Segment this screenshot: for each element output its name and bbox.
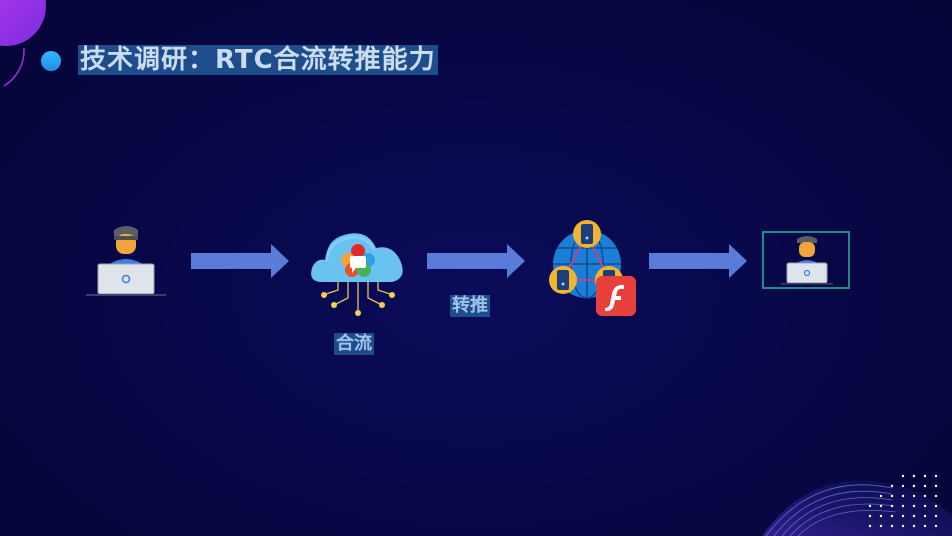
decor-dot — [890, 504, 894, 508]
user-laptop-small-icon — [781, 236, 833, 285]
title-bullet — [41, 51, 61, 71]
push-label: 转推 — [450, 295, 490, 317]
decor-dot — [934, 484, 938, 488]
viewer-frame — [762, 231, 850, 289]
decor-dot — [912, 514, 916, 518]
decor-dot — [890, 484, 894, 488]
decor-dot — [879, 494, 883, 498]
decor-dot — [923, 504, 927, 508]
flow-arrow-3 — [649, 244, 747, 278]
decor-dot — [912, 484, 916, 488]
cloud-webrtc-icon — [311, 233, 403, 316]
corner-decoration-bottom-right — [762, 474, 952, 536]
decor-dot — [890, 514, 894, 518]
decor-dot — [923, 494, 927, 498]
server-globe-icon — [549, 220, 623, 299]
decor-dot — [912, 524, 916, 528]
decor-dot — [934, 524, 938, 528]
decor-dot — [934, 504, 938, 508]
decor-dot — [890, 494, 894, 498]
decor-dot — [879, 504, 883, 508]
decor-dot — [934, 514, 938, 518]
decor-dot — [934, 474, 938, 478]
decor-dot — [923, 484, 927, 488]
user-laptop-icon — [86, 226, 166, 296]
decor-dot — [923, 474, 927, 478]
decor-dot — [901, 504, 905, 508]
decor-dot — [868, 514, 872, 518]
decor-dot — [923, 514, 927, 518]
decor-dot — [912, 504, 916, 508]
decor-dot — [901, 514, 905, 518]
decor-dot — [868, 504, 872, 508]
decor-dot — [912, 474, 916, 478]
corner-decoration-top-left — [0, 0, 46, 87]
decor-dot — [901, 484, 905, 488]
page-title: 技术调研：RTC合流转推能力 — [78, 45, 438, 75]
decor-dot — [890, 524, 894, 528]
decor-dot — [901, 494, 905, 498]
flow-arrow-1 — [191, 244, 289, 278]
decor-dot — [879, 524, 883, 528]
decor-dot — [901, 474, 905, 478]
decor-dot — [923, 524, 927, 528]
decor-dot — [934, 494, 938, 498]
decor-dot — [901, 524, 905, 528]
decor-dot — [912, 494, 916, 498]
decor-dot — [879, 514, 883, 518]
merge-label: 合流 — [334, 333, 374, 355]
decor-dot — [868, 524, 872, 528]
flash-icon — [596, 276, 636, 316]
flow-arrow-2 — [427, 244, 525, 278]
